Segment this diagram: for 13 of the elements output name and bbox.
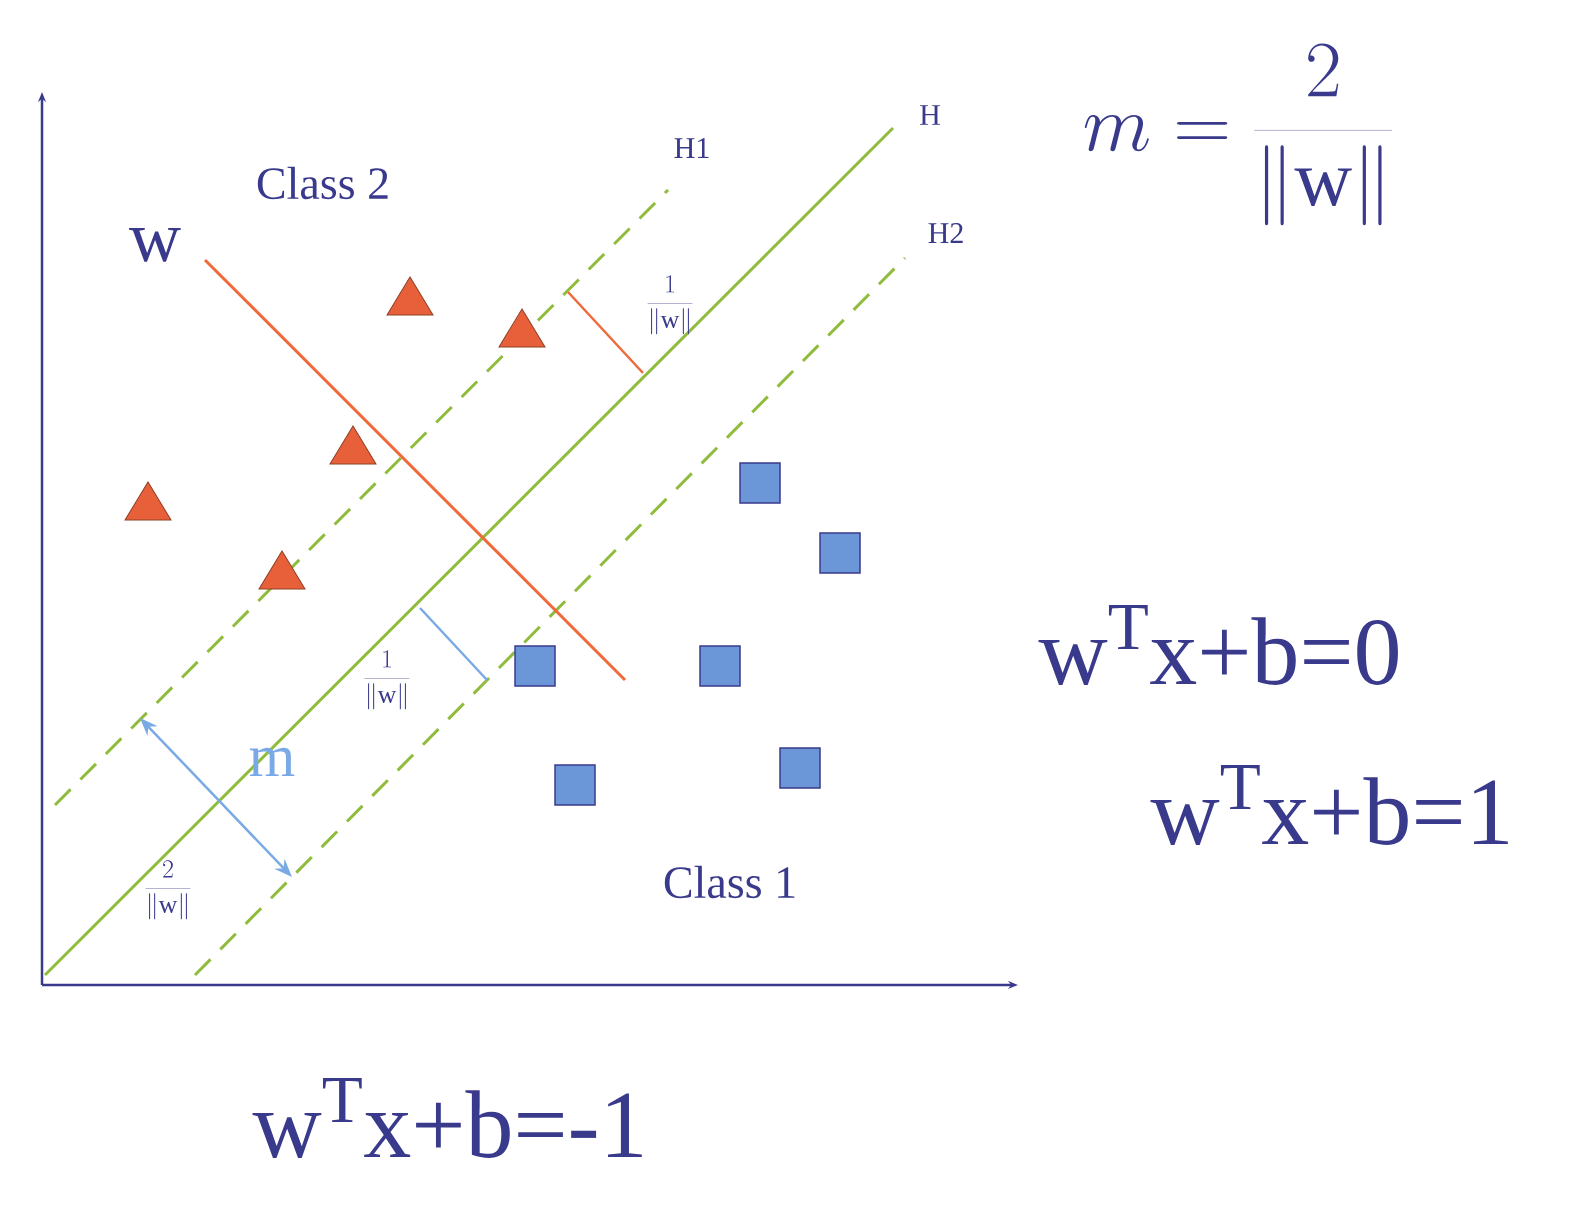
class-label: Class 1 bbox=[664, 865, 795, 899]
class-label: Class 2 bbox=[257, 166, 388, 200]
equation-label: w$^{T}$x+b=1 bbox=[1150, 765, 1508, 845]
distance-label: $\frac{2}{\|\mathrm{w}\|}$ bbox=[145, 860, 191, 920]
margin-formula: $m=\frac{2}{\|\mathrm{w}\|}$ bbox=[1084, 43, 1393, 226]
distance-label: $\frac{1}{\|\mathrm{w}\|}$ bbox=[647, 275, 693, 335]
line-label: H2 bbox=[928, 223, 963, 243]
equation-label: w$^{T}$x+b=0 bbox=[1038, 605, 1398, 685]
line-label: H1 bbox=[674, 138, 709, 158]
equation-label: w$^{T}$x+b=-1 bbox=[252, 1078, 642, 1158]
distance-label: $\frac{1}{\|\mathrm{w}\|}$ bbox=[364, 650, 410, 710]
vector-label: w bbox=[129, 228, 181, 262]
line-label: H bbox=[920, 105, 940, 125]
